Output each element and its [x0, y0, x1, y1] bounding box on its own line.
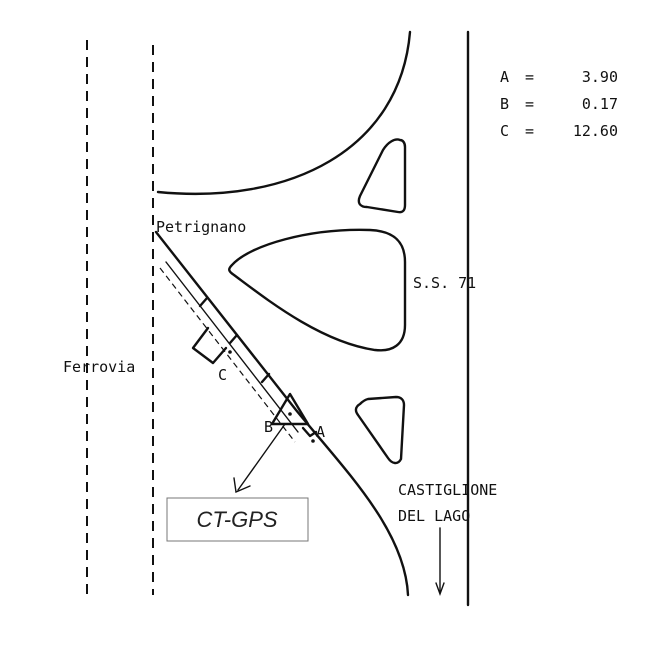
traffic-island-upper: [357, 138, 407, 214]
gps-station-center-dot: [288, 412, 292, 416]
tick-3: [260, 372, 271, 384]
label-castiglione-line1: CASTIGLIONE: [398, 481, 497, 499]
label-point-a: A: [316, 423, 325, 441]
traffic-island-central: [228, 228, 407, 352]
direction-ticks: [198, 296, 271, 384]
tick-2: [228, 333, 239, 345]
castiglione-arrowhead: [435, 582, 445, 597]
label-point-b: B: [264, 418, 273, 436]
traffic-island-lower: [354, 395, 406, 465]
legend-b-value: 0.17: [582, 95, 618, 113]
point-c-marker: [191, 326, 228, 365]
legend-a-equals: =: [525, 68, 534, 86]
legend-a-key: A: [500, 68, 509, 86]
ct-gps-pointer-arrowhead: [233, 477, 251, 494]
point-c-dot: [228, 350, 232, 354]
point-a-marker: [301, 426, 318, 438]
legend-c-equals: =: [525, 122, 534, 140]
ct-gps-pointer-line: [237, 423, 286, 491]
tick-1: [198, 296, 209, 308]
legend-b-equals: =: [525, 95, 534, 113]
point-a-dot: [311, 439, 315, 443]
label-ct-gps: CT-GPS: [196, 507, 277, 532]
legend-a-value: 3.90: [582, 68, 618, 86]
railway-lines: [86, 40, 154, 595]
main-road-inner-line: [165, 261, 299, 433]
legend-c-value: 12.60: [573, 122, 618, 140]
legend-c-key: C: [500, 122, 509, 140]
label-point-c: C: [218, 366, 227, 384]
upper-road-arc: [156, 30, 412, 196]
legend-b-key: B: [500, 95, 509, 113]
legend: A = 3.90 B = 0.17 C = 12.60: [500, 68, 618, 140]
label-ferrovia: Ferrovia: [63, 358, 135, 376]
gps-station-triangle: [270, 392, 310, 426]
main-road-dashed-edge: [159, 267, 296, 443]
ct-gps-label-box: [166, 497, 309, 542]
label-ss71: S.S. 71: [413, 274, 476, 292]
label-castiglione-line2: DEL LAGO: [398, 507, 470, 525]
label-petrignano: Petrignano: [156, 218, 246, 236]
